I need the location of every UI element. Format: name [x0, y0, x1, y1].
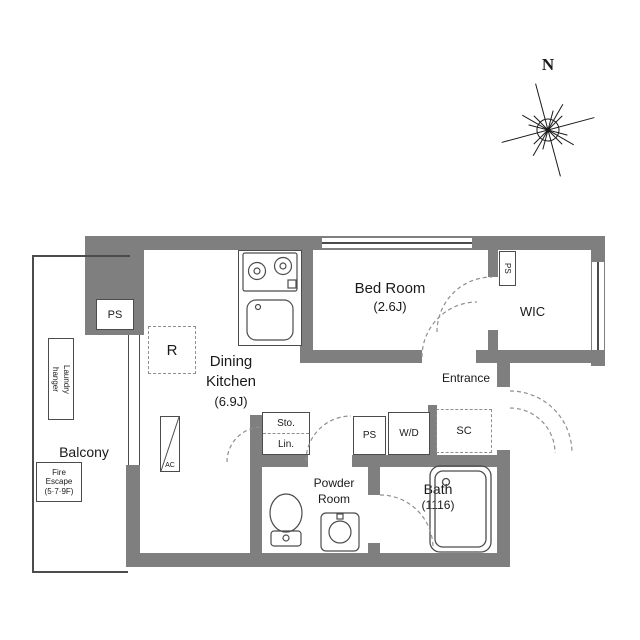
- wic-label: WIC: [505, 304, 560, 321]
- bedroom-window: [322, 238, 472, 248]
- fire-escape-line1: Fire: [52, 467, 66, 477]
- pipe-space-box-top-left: PS: [96, 299, 134, 330]
- dining-kitchen-line1: Dining: [209, 353, 253, 370]
- wall-wic-stub-bottom: [488, 330, 498, 363]
- balcony-rail-left: [32, 255, 34, 573]
- ac-label: AC: [165, 462, 175, 469]
- bedroom-label: Bed Room (2.6J): [325, 279, 455, 315]
- bath-label: Bath (1116): [399, 480, 477, 514]
- wall-entrance-right-upper: [497, 363, 510, 387]
- wic-name: WIC: [519, 304, 546, 319]
- bath-name: Bath: [423, 481, 453, 497]
- balcony-name: Balcony: [59, 444, 109, 460]
- wall-left-lower: [126, 465, 140, 565]
- north-label: N: [541, 55, 555, 74]
- laundry-hanger-label: Laundry hanger: [51, 364, 72, 394]
- wic-side-window: [592, 262, 604, 350]
- wall-wic-stub-top: [488, 250, 498, 277]
- compass-rose-icon: [501, 83, 595, 177]
- wall-bedroom-left: [300, 250, 313, 363]
- bath-size: (1116): [421, 498, 455, 513]
- entrance-door-arc-inner: [509, 407, 556, 454]
- powder-room-line1: Powder: [313, 476, 355, 490]
- washer-dryer-label: W/D: [399, 428, 419, 439]
- storage-label: Sto.: [277, 417, 295, 429]
- pipe-space-label: PS: [362, 430, 377, 441]
- washer-dryer-box: W/D: [388, 412, 430, 455]
- wall-powder-top-left: [250, 455, 308, 467]
- powder-room-line2: Room: [317, 491, 350, 506]
- balcony-sliding-door: [128, 335, 140, 465]
- kitchen-counter: [238, 250, 302, 346]
- shoe-closet-box: SC: [436, 409, 492, 453]
- storage-cell: Sto.: [263, 413, 309, 434]
- pipe-space-label: PS: [503, 263, 512, 274]
- storage-linen-box: Sto. Lin.: [262, 412, 310, 455]
- pipe-space-label: PS: [107, 308, 123, 321]
- dining-kitchen-line2: Kitchen: [205, 373, 257, 391]
- balcony-label: Balcony: [38, 443, 130, 461]
- laundry-hanger-box: Laundry hanger: [48, 338, 74, 420]
- dining-kitchen-size: (6.9J): [214, 393, 248, 409]
- shoe-closet-label: SC: [456, 425, 472, 437]
- entrance-door-arc-outer: [509, 390, 573, 454]
- dining-kitchen-label: Dining Kitchen (6.9J): [173, 352, 289, 410]
- bedroom-size: (2.6J): [373, 298, 407, 314]
- powder-room-label: Powder Room: [294, 476, 374, 507]
- pipe-space-box-top-right: PS: [499, 251, 516, 286]
- wall-bath-left-upper: [368, 455, 380, 495]
- fire-escape-line2: Escape: [45, 477, 73, 487]
- linen-label: Lin.: [277, 438, 295, 450]
- wall-mid-horizontal-left: [300, 350, 422, 363]
- entrance-label: Entrance: [432, 371, 500, 387]
- wall-bath-left-lower: [368, 543, 380, 555]
- wall-dk-powder: [250, 415, 262, 555]
- washbasin-icon: [320, 512, 360, 552]
- entrance-name: Entrance: [441, 371, 491, 385]
- refrigerator-label: R: [166, 341, 178, 359]
- powder-door-arc: [305, 415, 352, 462]
- fire-escape-box: Fire Escape (5·7·9F): [36, 462, 82, 502]
- bedroom-name: Bed Room: [354, 280, 426, 297]
- balcony-rail-bottom: [32, 571, 128, 573]
- balcony-rail-top: [32, 255, 130, 257]
- wall-entrance-stub: [428, 405, 437, 455]
- fire-escape-line3: (5·7·9F): [44, 486, 74, 496]
- pipe-space-box-hall: PS: [353, 416, 386, 455]
- refrigerator-space: R: [148, 326, 196, 374]
- wall-entrance-right-lower: [497, 450, 510, 567]
- linen-cell: Lin.: [263, 434, 309, 454]
- wall-bath-top: [368, 455, 497, 467]
- ac-unit: AC: [160, 416, 180, 472]
- wall-mid-horizontal-right: [476, 350, 605, 363]
- wall-bottom: [126, 553, 510, 567]
